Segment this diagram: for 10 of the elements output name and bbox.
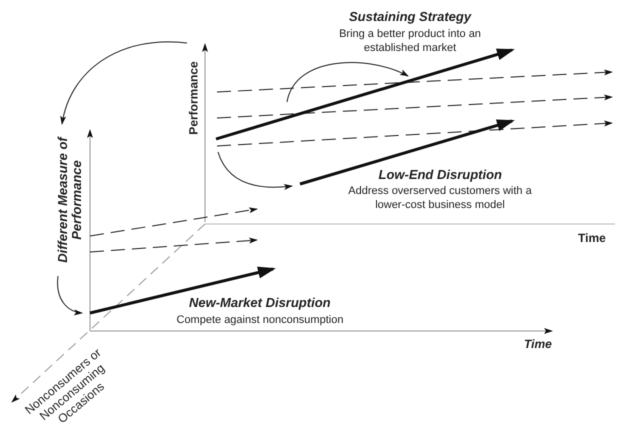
axis-label: Time [524,337,552,351]
strategy-heading: Low-End Disruption [378,168,502,182]
strategy-heading: Sustaining Strategy [349,10,472,24]
strategy-heading: New-Market Disruption [189,296,331,310]
axis-label: Different Measure of Performance [56,135,84,265]
axis-label: Performance [186,61,200,135]
strategy-description: Bring a better product into an established market [338,27,482,55]
strategy-description: Address overserved customers with a lower-cost business model [347,184,533,212]
axis-label: Time [578,231,606,245]
strategy-description: Compete against nonconsumption [176,313,344,327]
